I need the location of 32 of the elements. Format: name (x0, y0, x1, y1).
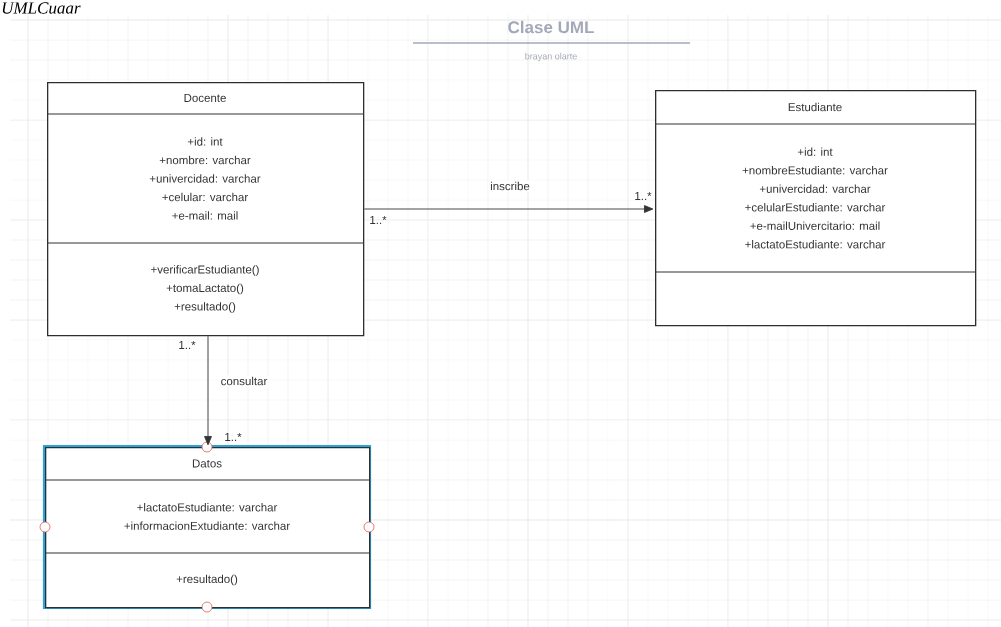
method-text: +verificarEstudiante() (151, 265, 259, 276)
method-text: +resultado() (174, 302, 236, 313)
arrow (204, 335, 212, 446)
class-box (46, 82, 365, 337)
method-text: +resultado() (176, 574, 238, 586)
attribute-text: +e-mail: mail (172, 211, 238, 220)
heading-fragment: UMLCuaar (2, 2, 81, 14)
attribute-text: +informacionExtudiante: varchar (124, 521, 290, 530)
multiplicity: 1..* (635, 192, 652, 200)
class-box (654, 90, 977, 327)
class-name: Docente (184, 94, 226, 102)
attribute-text: +nombre: varchar (159, 155, 251, 165)
class-name: Datos (192, 459, 222, 468)
attribute-text: +celular: varchar (162, 192, 248, 202)
method-text: +tomaLactato() (166, 283, 244, 295)
title: Clase UML (508, 20, 594, 34)
arrow (363, 205, 654, 213)
attribute-text: +celularEstudiante: varchar (745, 203, 886, 212)
attribute-text: +lactatoEstudiante: varchar (745, 240, 886, 249)
attribute-text: +lactatoEstudiante: varchar (137, 503, 278, 512)
attribute-text: +univercidad: varchar (759, 184, 871, 193)
class-box (42, 444, 372, 610)
attribute-text: +e-mailUnivercitario: mail (750, 221, 880, 230)
class-name: Estudiante (788, 102, 842, 112)
attribute-text: +nombreEstudiante: varchar (742, 166, 888, 175)
attribute-text: +id: int (797, 147, 833, 156)
multiplicity: 1..* (370, 216, 387, 224)
author-name: brayan olarte (525, 52, 577, 62)
edge-label: inscribe (490, 181, 530, 191)
edge-label: consultar (221, 376, 268, 386)
attribute-text: +univercidad: varchar (149, 174, 261, 183)
attribute-text: +id: int (187, 137, 223, 146)
